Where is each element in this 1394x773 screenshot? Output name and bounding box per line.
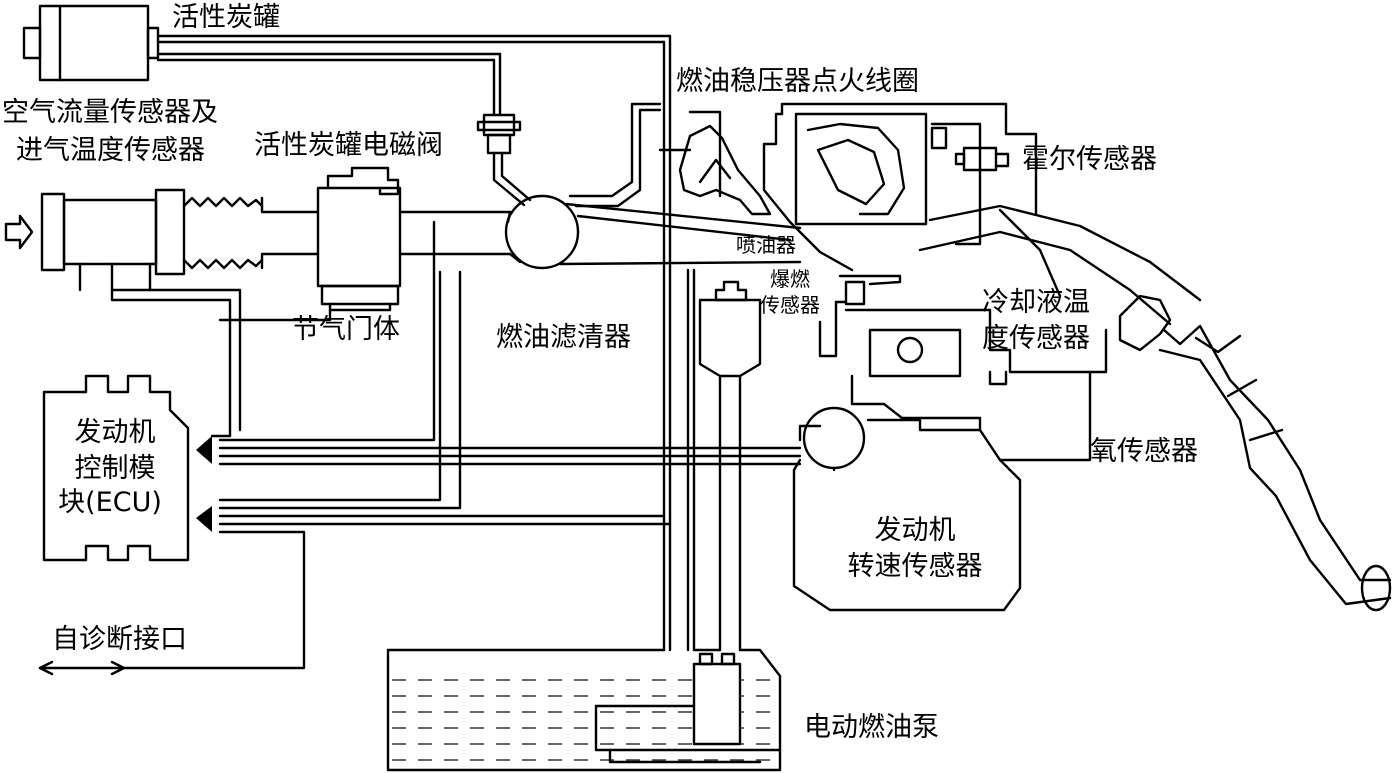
label-fuel-regulator-ignition-coil: 燃油稳压器点火线圈 [676, 66, 919, 97]
maf-sensor [40, 188, 186, 302]
fuel-pressure-regulator [678, 124, 772, 216]
label-rpm-sensor-line2: 转速传感器 [847, 551, 983, 582]
fuel-supply-lines [568, 102, 722, 208]
exhaust-pipe [1118, 294, 1392, 612]
throttle-body [316, 166, 402, 312]
ecu-module [42, 374, 190, 562]
label-maf-sensor-line1: 空气流量传感器及 [2, 97, 218, 128]
label-knock-sensor-line1: 爆燃 [770, 267, 810, 291]
ecu-wiring-harness [38, 220, 802, 676]
label-ecu-line1: 发动机 [74, 417, 156, 448]
ecu-connector-markers [196, 436, 212, 532]
label-oxygen-sensor: 氧传感器 [1090, 436, 1198, 467]
label-electric-fuel-pump: 电动燃油泵 [804, 712, 939, 743]
label-ecu-line3: 块(ECU) [58, 487, 162, 518]
intake-bellows [182, 196, 264, 270]
airflow-arrow [4, 214, 34, 250]
label-coolant-sensor-line2: 度传感器 [982, 323, 1090, 354]
exhaust-manifold [918, 204, 1202, 326]
electric-fuel-pump [594, 652, 782, 764]
intake-plenum [504, 194, 802, 270]
label-diagnostic-port: 自诊断接口 [52, 624, 187, 655]
label-injector: 喷油器 [736, 233, 796, 257]
label-canister-solenoid: 活性炭罐电磁阀 [254, 130, 443, 161]
sensor-signal-lines [798, 300, 848, 442]
label-throttle-body: 节气门体 [292, 314, 400, 345]
intake-duct [260, 196, 512, 270]
label-knock-sensor-line2: 传感器 [760, 293, 820, 317]
rpm-sensor [792, 406, 1022, 612]
carbon-canister [22, 4, 672, 82]
canister-vapor-lines [492, 34, 672, 652]
label-rpm-sensor-line1: 发动机 [874, 515, 956, 546]
canister-solenoid-valve [476, 113, 532, 207]
cylinder-head [762, 102, 1038, 246]
label-maf-sensor-line2: 进气温度传感器 [16, 135, 205, 166]
label-fuel-filter: 燃油滤清器 [496, 322, 631, 353]
label-ecu-line2: 控制模 [74, 453, 156, 484]
fuel-tank [386, 648, 782, 772]
label-carbon-canister: 活性炭罐 [172, 2, 280, 33]
fuel-filter [686, 268, 762, 652]
label-hall-sensor: 霍尔传感器 [1022, 144, 1157, 175]
label-coolant-sensor-line1: 冷却液温 [982, 287, 1090, 318]
